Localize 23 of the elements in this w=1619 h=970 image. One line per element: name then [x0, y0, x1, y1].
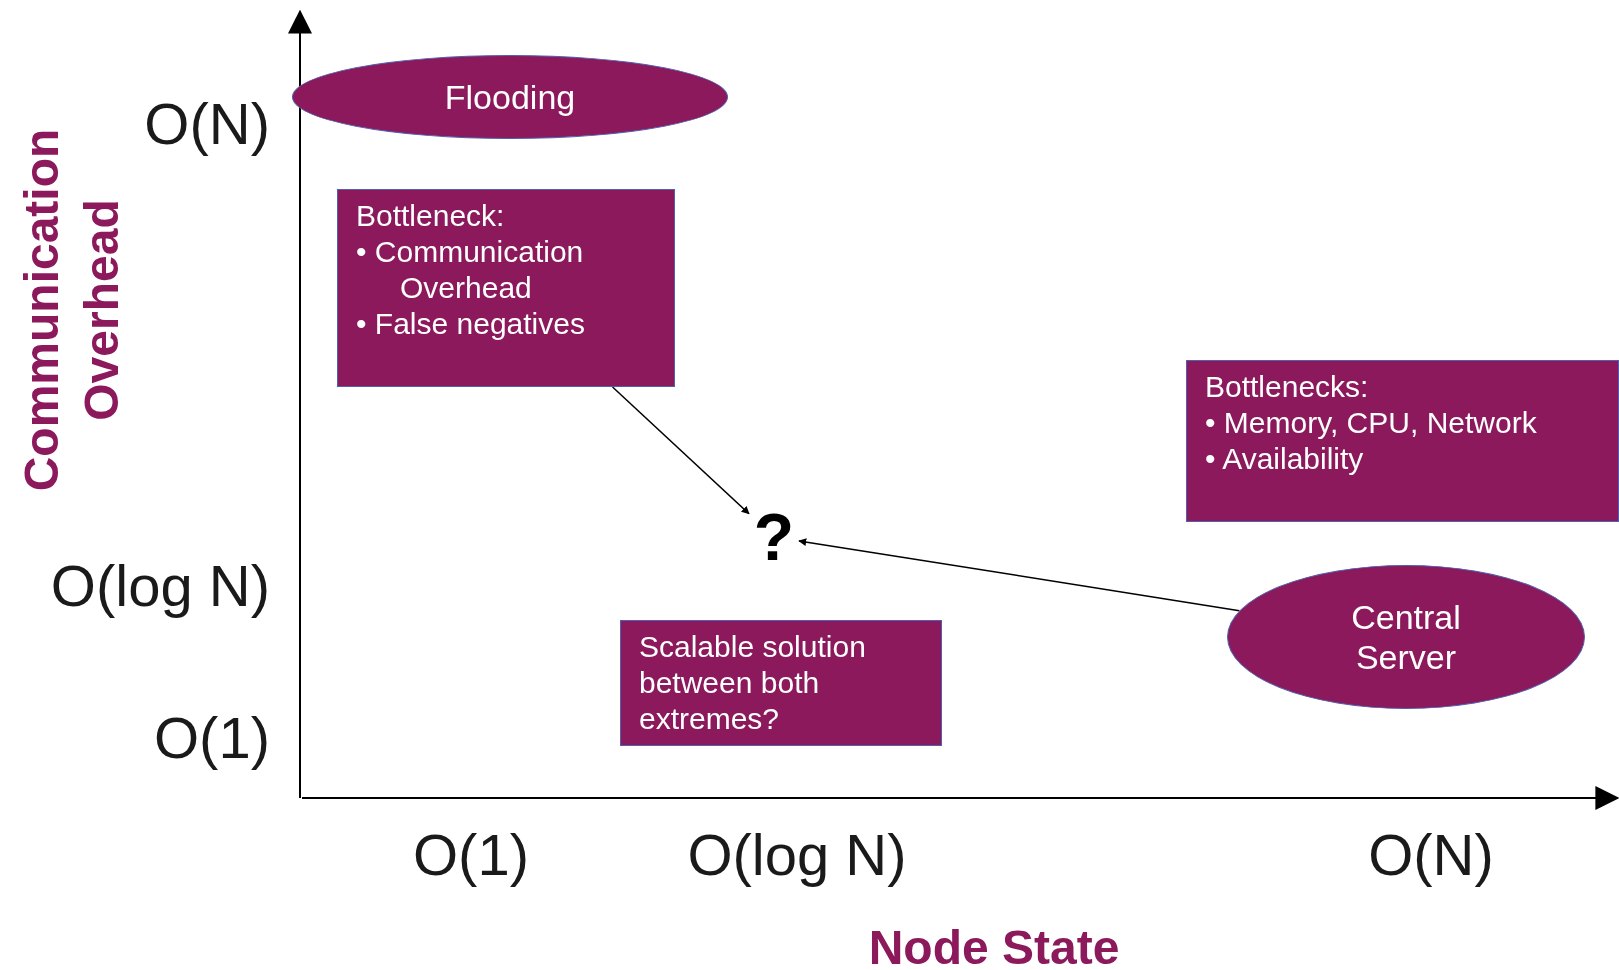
- text-box: [1186, 360, 1619, 522]
- box-text: Flooding: [444, 77, 576, 117]
- bullet-item: • False negatives: [356, 306, 586, 342]
- text-box: [620, 620, 942, 746]
- box-text: Central Server: [1350, 597, 1462, 677]
- axis-title: Communication Overhead: [14, 127, 129, 494]
- bullet-item: • Memory, CPU, Network: [1205, 405, 1538, 441]
- axis-title: Node State: [868, 920, 1120, 970]
- tick-label: O(N): [144, 91, 270, 157]
- arrow: [798, 538, 1241, 612]
- tick-label: O(1): [154, 705, 270, 771]
- box-heading: Bottlenecks:: [1205, 369, 1370, 405]
- tick-label: O(1): [413, 822, 529, 888]
- tick-label: O(log N): [50, 553, 270, 619]
- text-box: [337, 189, 675, 387]
- bullet-item: • Communication Overhead: [356, 234, 585, 306]
- box-heading: Bottleneck:: [356, 198, 506, 234]
- question-mark: ?: [749, 502, 799, 572]
- arrow: [611, 386, 750, 515]
- tick-label: O(N): [1368, 822, 1494, 888]
- bullet-item: • Availability: [1205, 441, 1365, 477]
- box-text: Scalable solution between both extremes?: [639, 629, 867, 737]
- tick-label: O(log N): [687, 822, 907, 888]
